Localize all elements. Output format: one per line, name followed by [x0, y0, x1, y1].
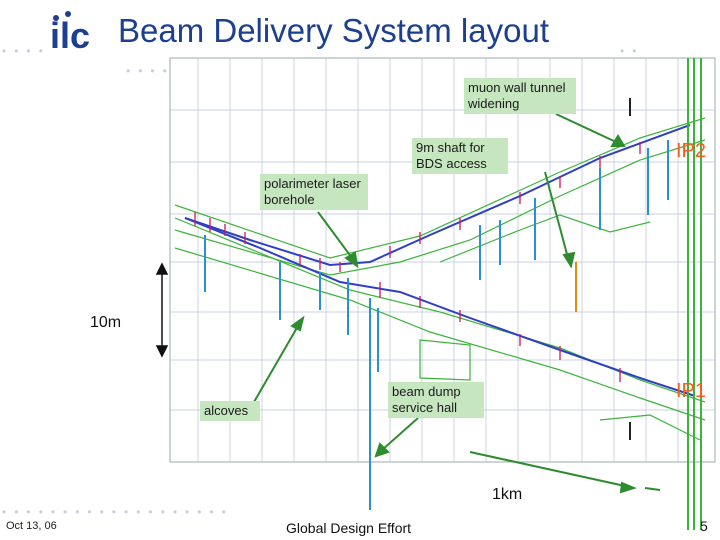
ip1-label: IP1: [676, 380, 707, 402]
magnets: [194, 142, 641, 382]
footer-date: Oct 13, 06: [6, 520, 57, 532]
callout-dump-hall: beam dump service hall: [388, 382, 484, 418]
callout-arrows: [253, 113, 661, 494]
ip2-label: IP2: [676, 140, 707, 162]
vertical-scale-arrow: [155, 262, 169, 358]
callout-polarimeter: polarimeter laser borehole: [260, 174, 368, 210]
decorative-dots-footer: •••••••••••••••••••: [2, 505, 234, 519]
scale-1km-label: 1km: [492, 486, 523, 503]
footer-organization: Global Design Effort: [286, 520, 412, 536]
logo-text: ilc: [50, 15, 90, 56]
callout-muon-wall: muon wall tunnel widening: [464, 78, 576, 114]
decorative-dots-title: ••••: [126, 64, 175, 78]
scale-10m-label: 10m: [90, 314, 122, 331]
beamlines: [184, 124, 696, 397]
callout-shaft: 9m shaft for BDS access: [412, 138, 508, 174]
decorative-dots-left: ••••: [2, 44, 51, 58]
page-number: 5: [700, 518, 708, 534]
ilc-logo: ilc: [50, 11, 90, 56]
service-shafts: [204, 140, 669, 510]
decorative-dots-right: ••: [620, 44, 645, 58]
callout-alcoves: alcoves: [200, 401, 260, 421]
page-title: Beam Delivery System layout: [118, 12, 549, 49]
ip-vertical-lines: [687, 58, 702, 530]
